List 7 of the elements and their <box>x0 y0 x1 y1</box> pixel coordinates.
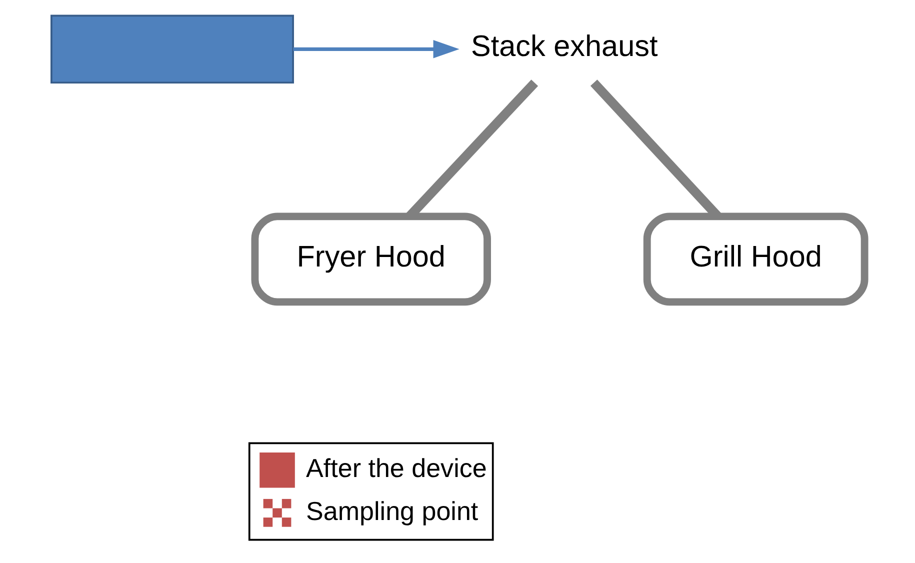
legend-label: After the device <box>306 453 486 484</box>
node-box <box>50 14 294 84</box>
node-text: Stack exhaust <box>470 30 658 64</box>
node-box: Fryer Hood <box>250 212 490 306</box>
arrow <box>292 40 459 58</box>
node-box: Grill Hood <box>642 212 868 306</box>
legend-label: Sampling point <box>306 496 478 526</box>
